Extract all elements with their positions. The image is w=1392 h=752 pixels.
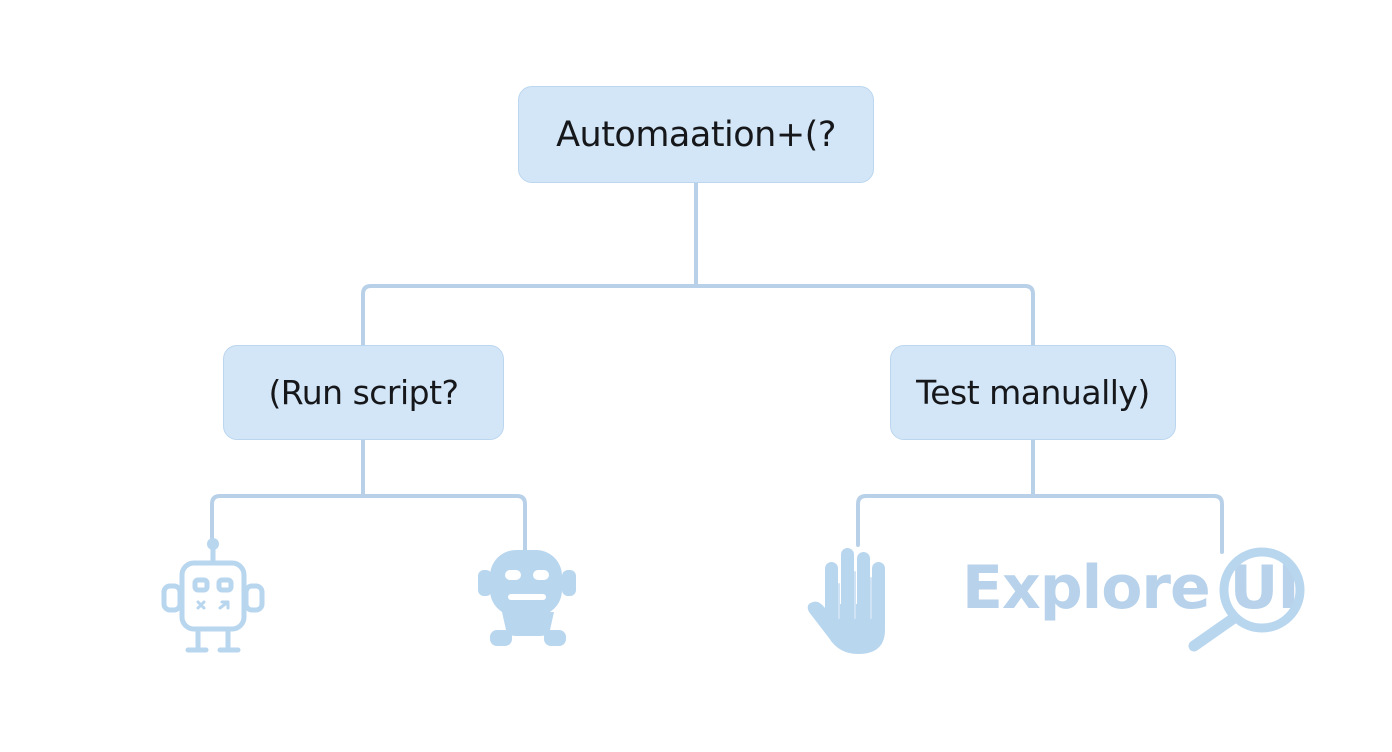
- branch-node-run-script-label: (Run script?: [268, 373, 459, 412]
- connector-root-bar: [361, 284, 1035, 347]
- branch-node-test-manually: Test manually): [890, 345, 1176, 440]
- hand-icon: [807, 548, 885, 654]
- branch-node-test-manually-label: Test manually): [916, 373, 1150, 412]
- robot-square-icon: [161, 538, 265, 653]
- magnifier-icon: [1188, 547, 1305, 652]
- explore-ui-label: Explore UI: [962, 553, 1300, 623]
- robot-round-icon: [478, 550, 576, 646]
- root-node: Automaation+(?: [518, 86, 874, 183]
- branch-node-run-script: (Run script?: [223, 345, 504, 440]
- connector-left-bar: [210, 494, 527, 554]
- root-node-label: Automaation+(?: [556, 114, 836, 155]
- connector-right-bar: [856, 494, 1224, 554]
